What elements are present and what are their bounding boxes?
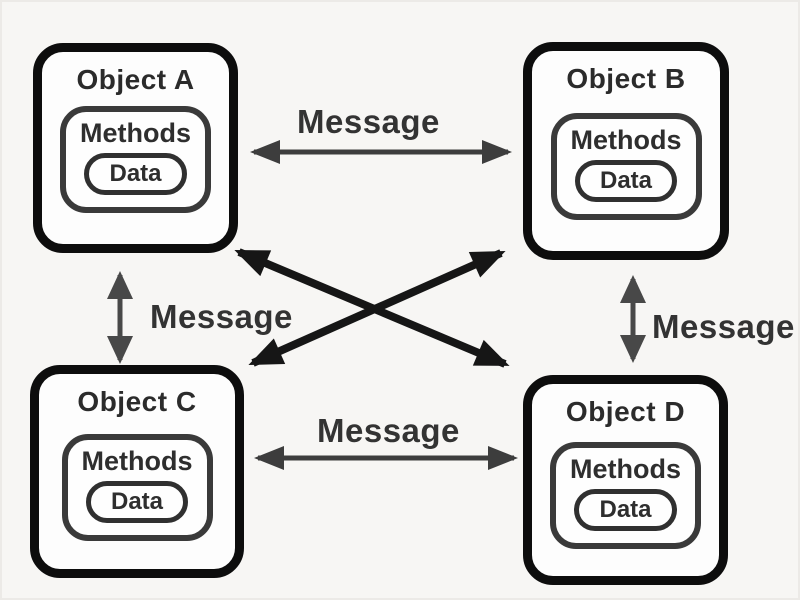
object-d-title: Object D (565, 396, 686, 427)
message-label-left: Message (150, 298, 293, 335)
object-box-b: Object B Methods Data (523, 42, 729, 260)
object-a-methods-label: Methods (80, 118, 191, 148)
object-a-methods-box: Methods Data (60, 106, 211, 213)
object-d-methods-box: Methods Data (550, 442, 701, 549)
object-c-methods-box: Methods Data (61, 434, 213, 541)
object-b-title: Object B (566, 63, 686, 94)
object-b-methods-label: Methods (570, 125, 682, 155)
object-a-title: Object A (76, 64, 195, 95)
object-box-c: Object C Methods Data (30, 365, 244, 578)
object-box-a: Object A Methods Data (33, 43, 238, 253)
object-b-data-pill: Data (574, 160, 678, 202)
object-d-methods-label: Methods (570, 454, 681, 484)
object-b-methods-box: Methods Data (550, 113, 702, 220)
object-d-data-pill: Data (574, 489, 677, 531)
object-c-methods-label: Methods (81, 446, 193, 476)
message-label-right: Message (652, 308, 795, 345)
object-c-title: Object C (77, 386, 197, 417)
object-a-data-label: Data (109, 160, 162, 187)
object-d-data-label: Data (599, 496, 652, 523)
object-b-data-label: Data (599, 167, 653, 194)
object-a-data-pill: Data (84, 153, 187, 195)
object-c-data-pill: Data (85, 481, 189, 523)
object-c-data-label: Data (110, 488, 164, 515)
arrow-objectC-objectB (248, 249, 506, 367)
message-label-top: Message (297, 103, 440, 140)
object-box-d: Object D Methods Data (523, 375, 728, 585)
message-label-bottom: Message (317, 412, 460, 449)
